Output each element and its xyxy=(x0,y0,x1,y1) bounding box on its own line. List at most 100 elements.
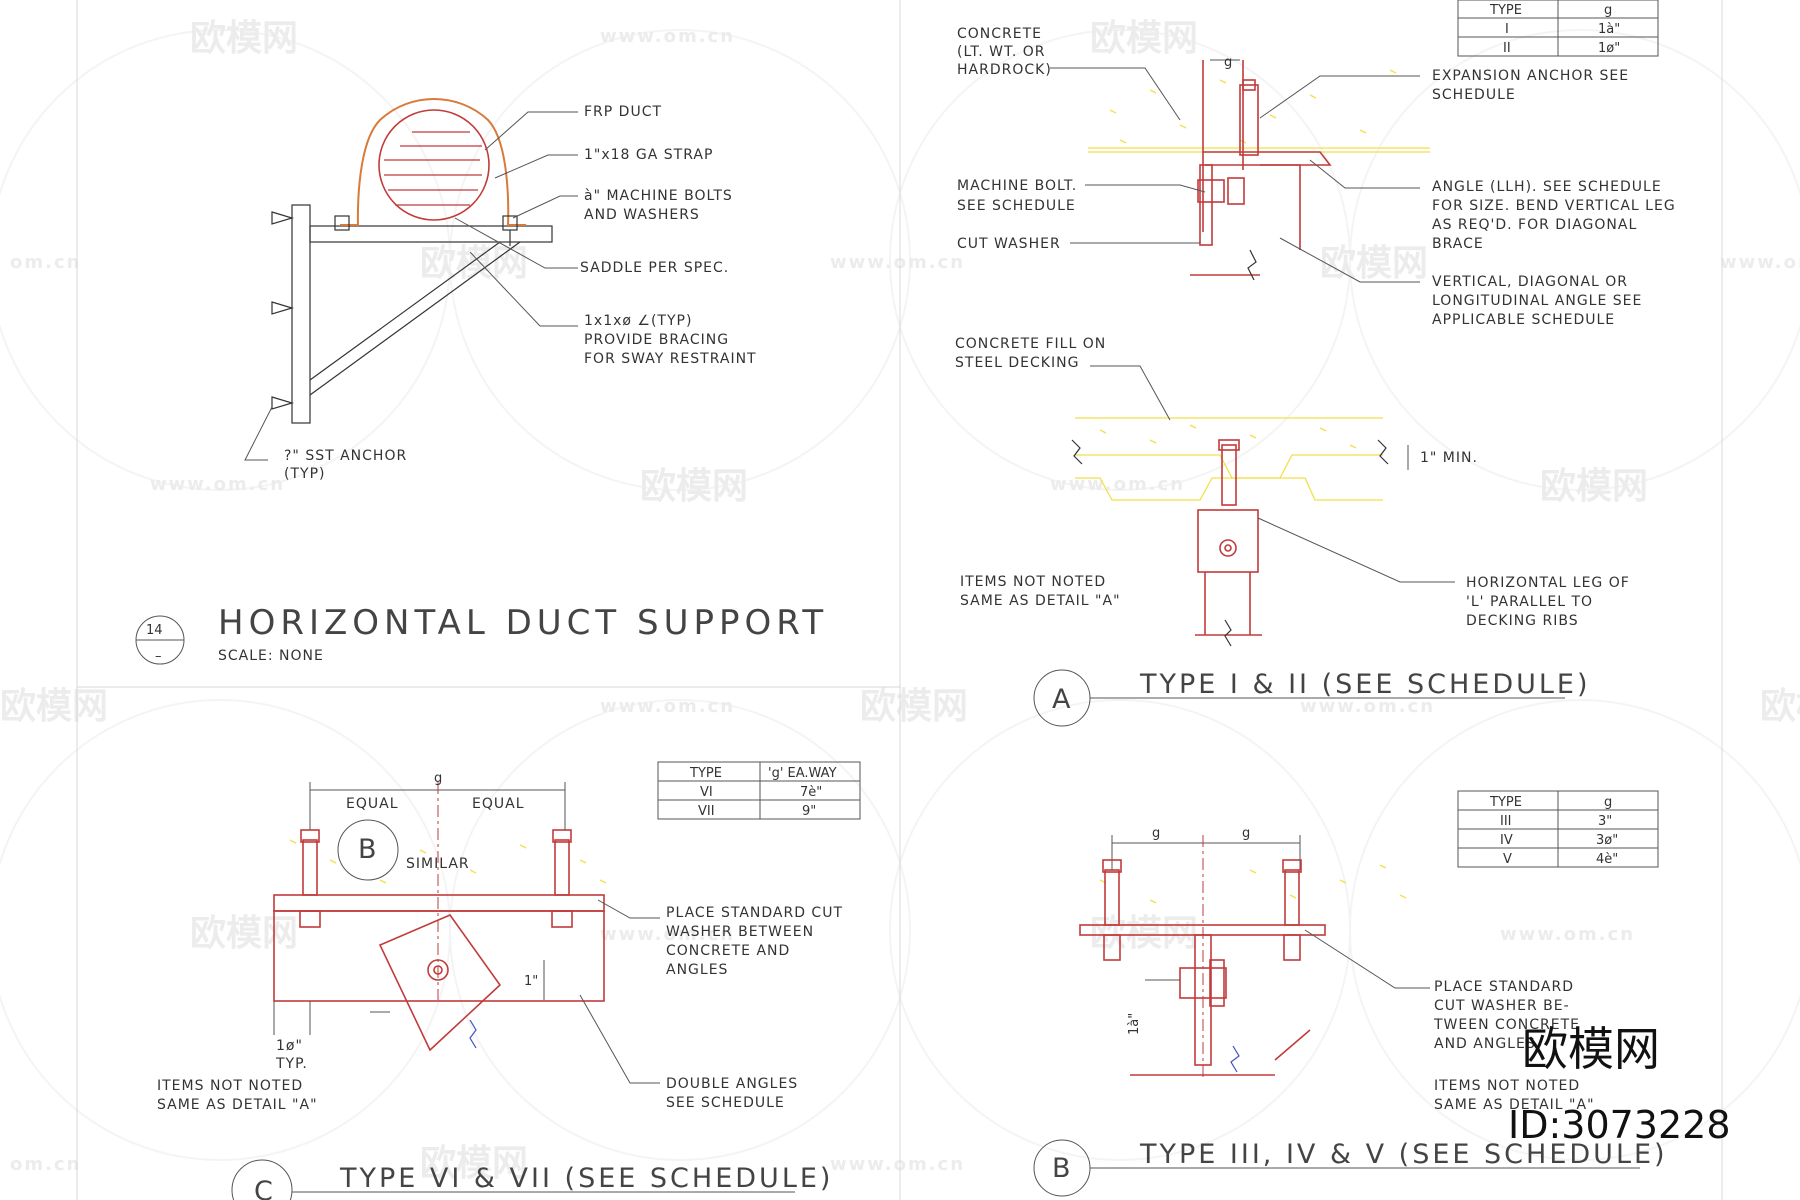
label-machine-bolts: à" MACHINE BOLTS xyxy=(584,188,733,204)
watermark-brand: 欧模网 xyxy=(640,466,748,507)
label-parallel-to: 'L' PARALLEL TO xyxy=(1466,594,1593,610)
anchor-detail-upper-leaders xyxy=(1050,67,1420,283)
label-angle-llh: ANGLE (LLH). SEE SCHEDULE xyxy=(1432,179,1662,195)
label-see-schedule: SEE SCHEDULE xyxy=(957,198,1076,214)
label-hardrock: HARDROCK) xyxy=(957,62,1052,78)
dim-g: g xyxy=(434,771,442,786)
label-typ: TYP. xyxy=(275,1056,308,1072)
label-equal-right: EQUAL xyxy=(472,796,525,812)
label-longitudinal: LONGITUDINAL ANGLE SEE xyxy=(1432,293,1642,309)
watermark-brand: 欧模网 xyxy=(1320,243,1428,284)
label-applicable-schedule: APPLICABLE SCHEDULE xyxy=(1432,312,1615,328)
schedule-cell: IV xyxy=(1500,833,1513,848)
schedule-cell: 1ø" xyxy=(1598,41,1620,56)
detail-letter: C xyxy=(254,1176,276,1200)
schedule-cell: 1à" xyxy=(1598,22,1620,37)
watermark-url: www.om.cn xyxy=(600,696,735,717)
watermark-url: www.om.cn xyxy=(1050,474,1185,495)
watermark-brand: 欧模网 xyxy=(1090,18,1198,59)
schedule-header: g xyxy=(1604,3,1612,18)
anchor-detail-upper: g xyxy=(1088,55,1430,281)
label-items-not-noted: ITEMS NOT NOTED xyxy=(157,1078,303,1094)
schedule-header: TYPE xyxy=(1489,795,1522,810)
watermark-url: www.om.cn xyxy=(600,924,735,945)
label-sway-restraint: FOR SWAY RESTRAINT xyxy=(584,351,757,367)
label-vertical-diagonal: VERTICAL, DIAGONAL OR xyxy=(1432,274,1628,290)
dim-g-left: g xyxy=(1152,826,1160,841)
schedule-cell: V xyxy=(1503,852,1512,867)
detail-b-type-iii-iv-v: TYPE g III 3" IV 3ø" V 4è" xyxy=(1033,790,1665,1197)
double-angle-drawing xyxy=(273,782,607,1052)
schedule-cell: 3" xyxy=(1598,814,1612,829)
schedule-cell: VI xyxy=(700,785,713,800)
single-angle-drawing xyxy=(1079,835,1407,1080)
label-strap: 1"x18 GA STRAP xyxy=(584,147,713,163)
schedule-cell: 4è" xyxy=(1596,852,1618,867)
detail-letter: B xyxy=(1052,1153,1074,1184)
label-equal-left: EQUAL xyxy=(346,796,399,812)
watermark-url: www.om.cn xyxy=(830,1154,965,1175)
watermark-brand: 欧模网 xyxy=(1760,686,1800,727)
detail-title: TYPE I & II (SEE SCHEDULE) xyxy=(1139,669,1591,700)
schedule-header: 'g' EA.WAY xyxy=(768,766,837,781)
detail-sub: – xyxy=(155,649,162,664)
detail-number: 14 xyxy=(146,623,163,638)
schedule-table-b: TYPE g III 3" IV 3ø" V 4è" xyxy=(1457,790,1659,868)
label-place-standard: PLACE STANDARD xyxy=(1434,979,1574,995)
schedule-cell: I xyxy=(1505,22,1509,37)
dim-one-inch: 1" xyxy=(524,974,538,989)
label-diagonal: AS REQ'D. FOR DIAGONAL xyxy=(1432,217,1637,233)
detail-c-type-vi-vii: TYPE 'g' EA.WAY VI 7è" VII 9" xyxy=(157,761,861,1200)
label-lt-wt: (LT. WT. OR xyxy=(957,44,1046,60)
watermark-url: om.cn xyxy=(10,1154,81,1175)
schedule-table-c: TYPE 'g' EA.WAY VI 7è" VII 9" xyxy=(657,761,861,820)
detail-c-title-block: C TYPE VI & VII (SEE SCHEDULE) xyxy=(231,1159,833,1200)
dim-g: g xyxy=(1224,55,1232,70)
label-expansion-anchor: EXPANSION ANCHOR SEE xyxy=(1432,68,1629,84)
label-bracing-angle: 1x1xø ∠(TYP) xyxy=(584,313,692,329)
detail-letter: A xyxy=(1052,684,1073,715)
label-saddle: SADDLE PER SPEC. xyxy=(580,260,729,276)
duct-support-drawing xyxy=(271,98,553,424)
label-horizontal-leg: HORIZONTAL LEG OF xyxy=(1466,575,1630,591)
schedule-cell: 9" xyxy=(802,804,816,819)
label-washer-between: WASHER BETWEEN xyxy=(666,924,814,940)
label-machine-bolt: MACHINE BOLT. xyxy=(957,178,1077,194)
label-similar: SIMILAR xyxy=(406,856,470,872)
deck-detail-leaders xyxy=(1090,365,1455,583)
label-bend-leg: FOR SIZE. BEND VERTICAL LEG xyxy=(1432,198,1676,214)
detail-title: TYPE VI & VII (SEE SCHEDULE) xyxy=(339,1163,833,1194)
label-cut-washer: CUT WASHER xyxy=(957,236,1061,252)
label-frp-duct: FRP DUCT xyxy=(584,104,662,120)
watermark-brand: 欧模网 xyxy=(0,686,108,727)
duct-support-leaders xyxy=(244,111,578,461)
schedule-table-a: TYPE g I 1à" II 1ø" xyxy=(1457,0,1659,57)
label-brace: BRACE xyxy=(1432,236,1484,252)
label-steel-decking: STEEL DECKING xyxy=(955,355,1079,371)
label-concrete-fill: CONCRETE FILL ON xyxy=(955,336,1106,352)
watermark-brand: 欧模网 xyxy=(420,1143,528,1184)
label-schedule: SCHEDULE xyxy=(1432,87,1516,103)
detail-14-title-block: 14 – HORIZONTAL DUCT SUPPORT SCALE: NONE xyxy=(135,603,828,665)
dim-one-and-quarter: 1à" xyxy=(1127,1013,1142,1035)
dim-one-and-half: 1ø" xyxy=(276,1038,303,1054)
label-decking-ribs: DECKING RIBS xyxy=(1466,613,1579,629)
label-same-as-detail-a: SAME AS DETAIL "A" xyxy=(1434,1097,1595,1113)
schedule-cell: 7è" xyxy=(800,785,822,800)
label-concrete-and: CONCRETE AND xyxy=(666,943,790,959)
watermark-url: www.om.cn xyxy=(150,474,285,495)
label-provide-bracing: PROVIDE BRACING xyxy=(584,332,729,348)
detail-14-horizontal-duct-support: FRP DUCT 1"x18 GA STRAP à" MACHINE BOLTS… xyxy=(135,98,828,665)
watermark-url: www.om.cn xyxy=(600,26,735,47)
schedule-header: g xyxy=(1604,795,1612,810)
label-angles: ANGLES xyxy=(666,962,728,978)
schedule-cell: VII xyxy=(698,804,715,819)
watermark-brand-large: 欧模网 xyxy=(1522,1022,1660,1076)
label-same-as-detail-a: SAME AS DETAIL "A" xyxy=(960,593,1121,609)
label-double-angles: DOUBLE ANGLES xyxy=(666,1076,798,1092)
label-washers: AND WASHERS xyxy=(584,207,700,223)
label-sst-anchor-typ: (TYP) xyxy=(284,466,325,482)
detail-a-title-block: A TYPE I & II (SEE SCHEDULE) xyxy=(1033,669,1591,727)
detail-title: HORIZONTAL DUCT SUPPORT xyxy=(218,603,828,643)
dim-g-right: g xyxy=(1242,826,1250,841)
